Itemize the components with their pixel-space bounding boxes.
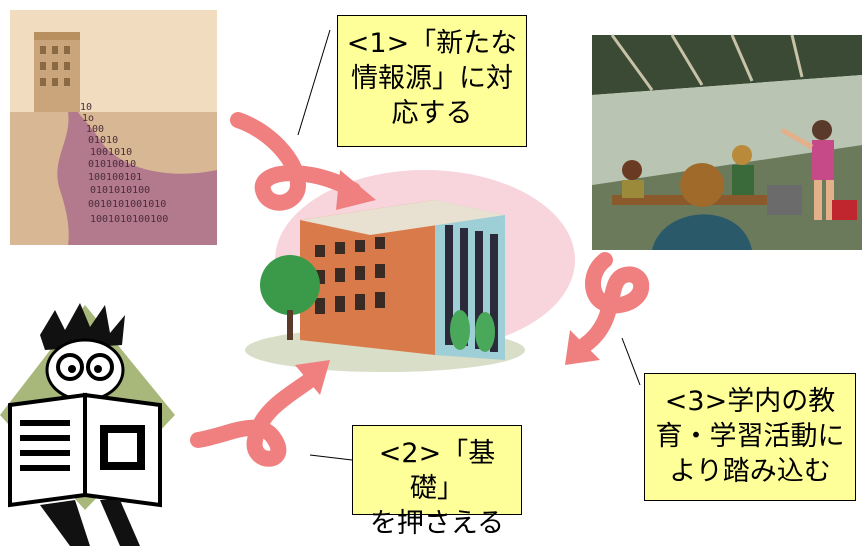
- binary-text: 100: [86, 124, 104, 135]
- loop-arrow-bottom: [190, 360, 330, 467]
- loop-arrow-top: [230, 112, 376, 211]
- callout-basics: <2>「基礎」 を押さえる: [352, 425, 522, 539]
- binary-text: 100100101: [88, 172, 142, 183]
- binary-text: 1001010100100: [90, 214, 168, 225]
- binary-digits: 10 1o 100 01010 1001010 01010010 1001001…: [80, 102, 168, 225]
- digital-road-illustration: 10 1o 100 01010 1001010 01010010 1001001…: [10, 10, 218, 245]
- classroom-lecture-illustration: [592, 34, 862, 250]
- binary-text: 1o: [82, 113, 94, 124]
- binary-text: 0101010100: [90, 185, 150, 196]
- binary-text: 1001010: [90, 147, 132, 158]
- college-building-illustration: [245, 170, 575, 372]
- man-reading-book-illustration: [0, 303, 175, 546]
- binary-text: 10: [80, 102, 92, 113]
- callout-education-activities: <3>学内の教 育・学習活動に より踏み込む: [644, 373, 856, 501]
- callout-new-information-sources: <1>「新たな 情報源」に対 応する: [337, 15, 527, 147]
- binary-text: 0010101001010: [88, 199, 166, 210]
- loop-arrow-right: [565, 252, 650, 365]
- binary-text: 01010010: [88, 159, 136, 170]
- binary-text: 01010: [88, 135, 118, 146]
